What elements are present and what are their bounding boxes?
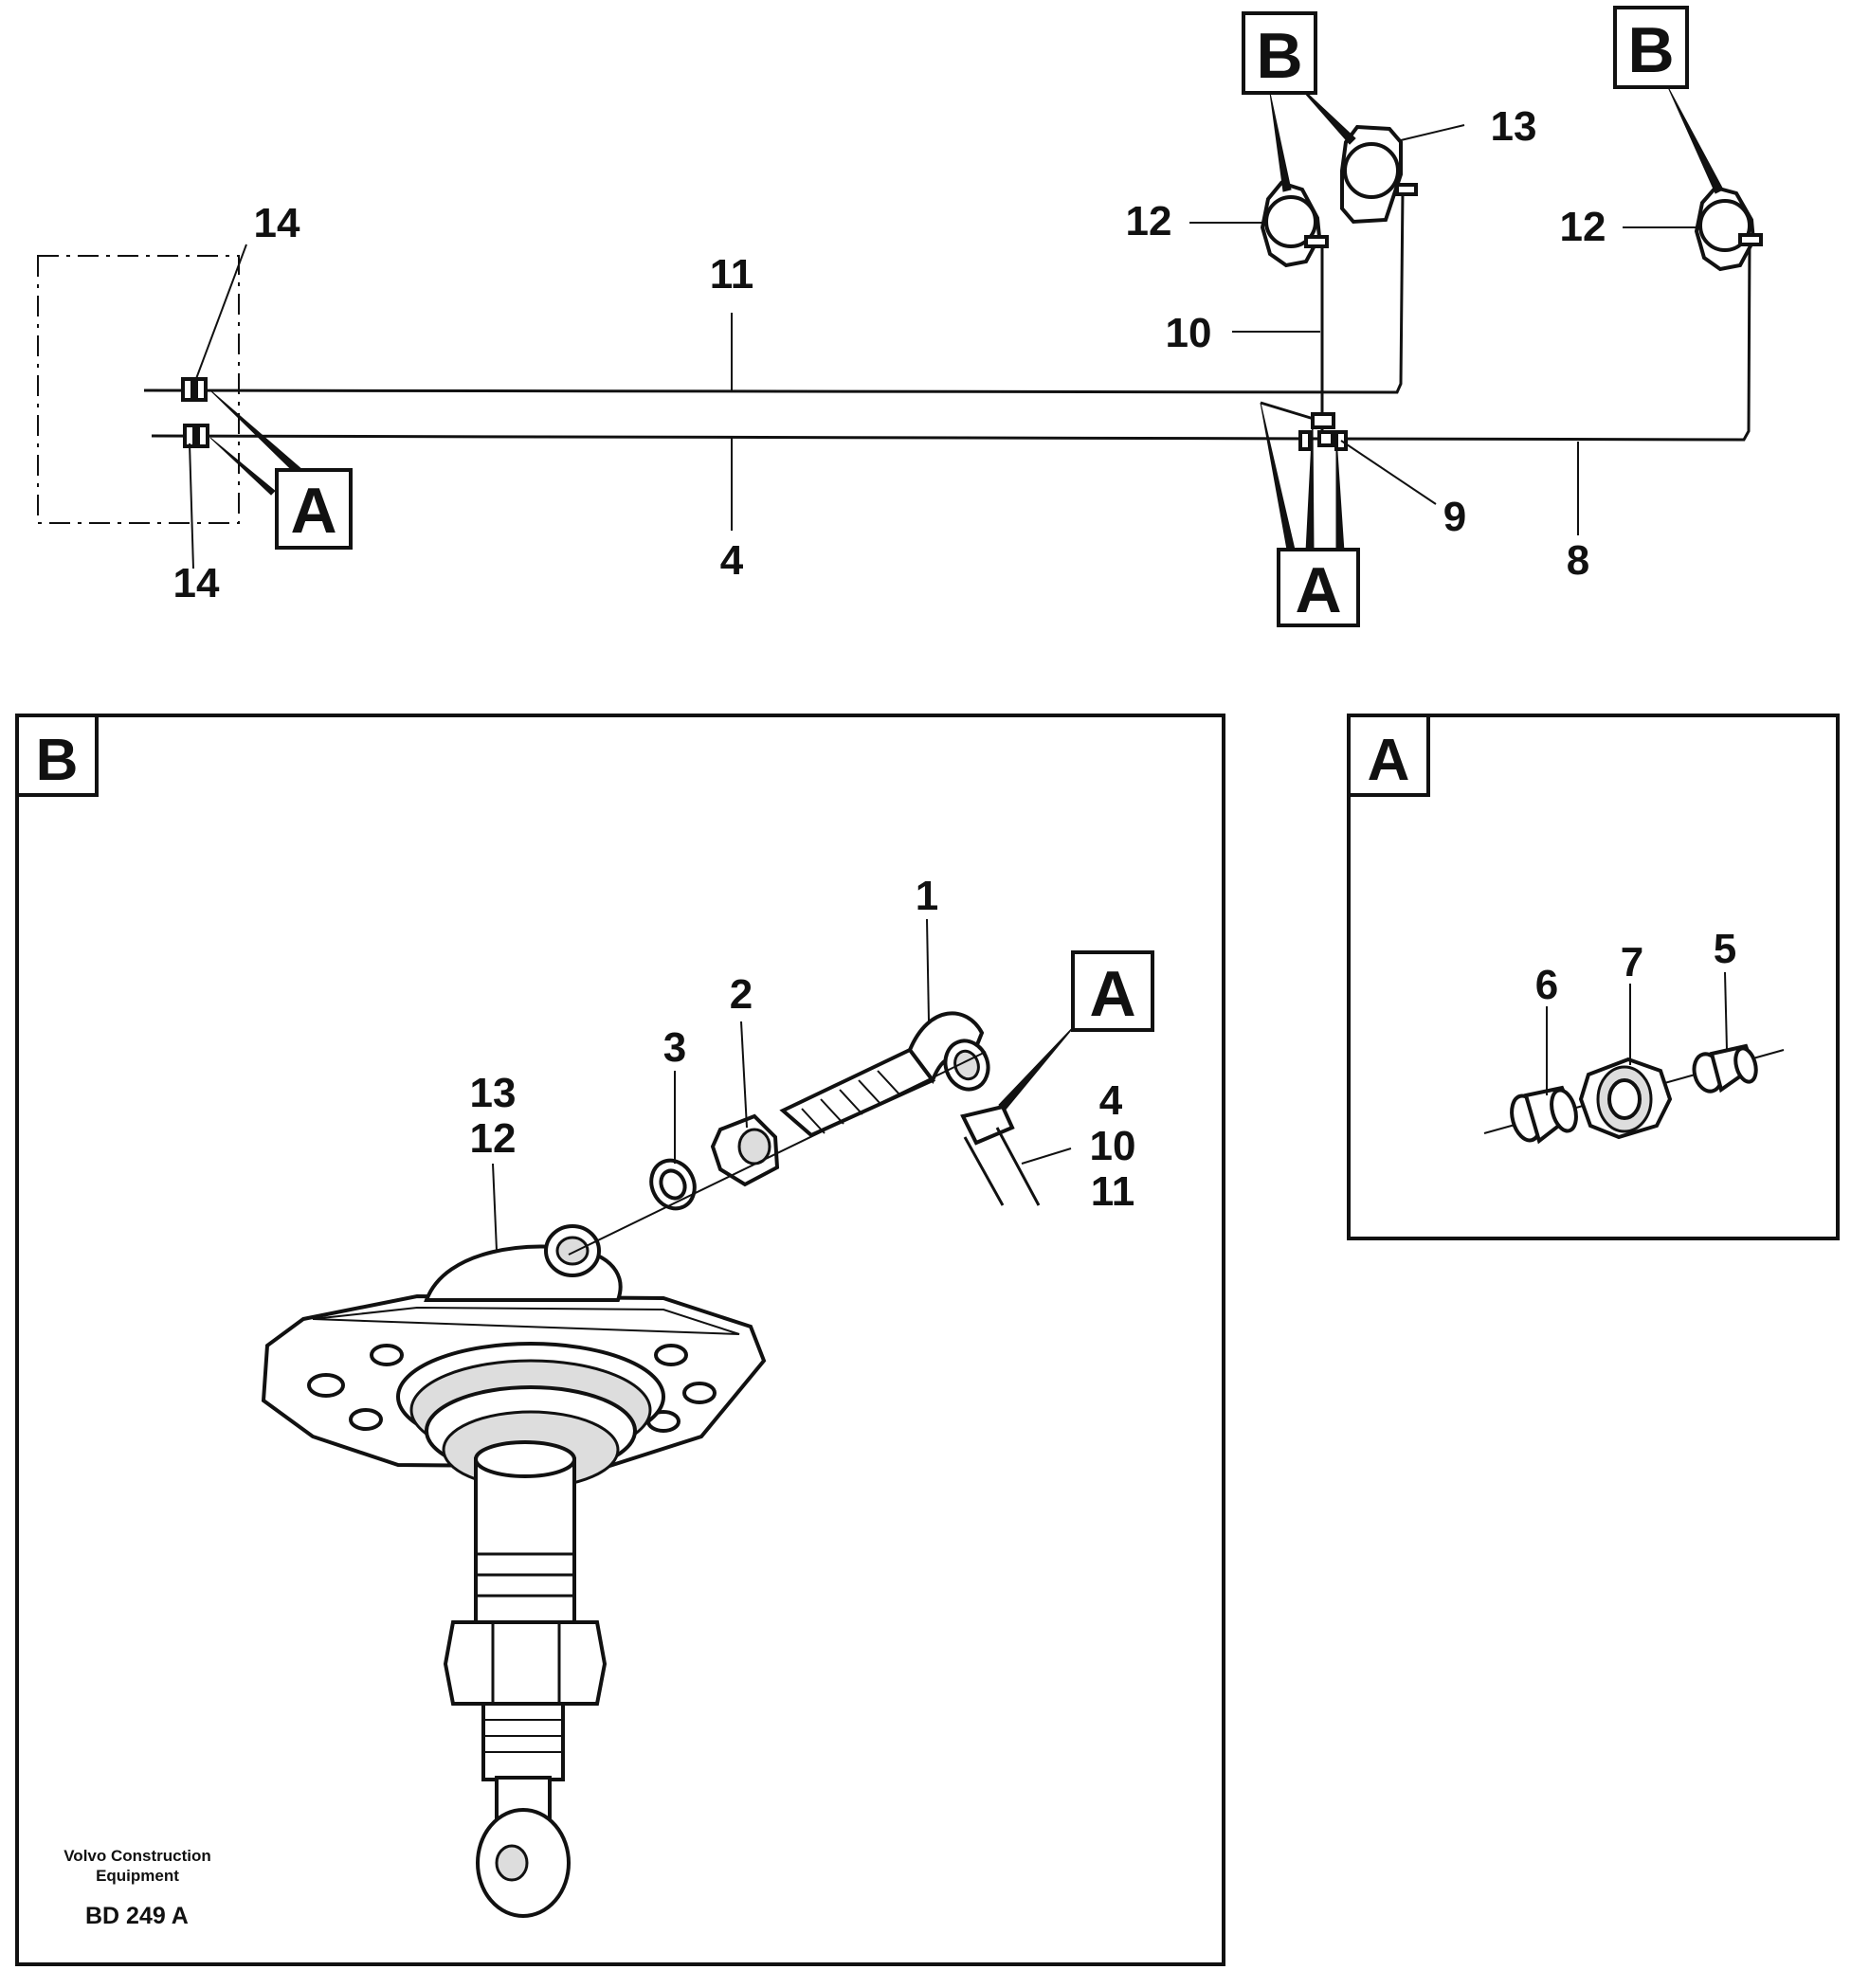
- washer-3: [649, 1158, 697, 1211]
- pointer-b-left-2: [1294, 81, 1356, 145]
- ref-box-a-detail: [1071, 950, 1154, 1032]
- leader-13: [1400, 124, 1465, 141]
- leader-12-13: [492, 1163, 498, 1252]
- leader-14-bottom: [189, 443, 194, 569]
- callout-4-detail: 4: [1099, 1077, 1123, 1124]
- callout-7: 7: [1621, 939, 1643, 985]
- detail-b-label: B: [36, 728, 79, 793]
- pointer-a-detail: [998, 1022, 1078, 1111]
- leader-9: [1340, 440, 1437, 505]
- pointer-b-left-1: [1269, 92, 1292, 192]
- pointer-b-right: [1667, 86, 1724, 194]
- callout-14-top: 14: [254, 200, 300, 246]
- sleeve-5: [1692, 1043, 1758, 1093]
- callout-12-right: 12: [1560, 204, 1606, 250]
- pipe-with-nut: [960, 1104, 1041, 1206]
- callout-10: 10: [1166, 310, 1212, 356]
- ref-a-left: A: [290, 475, 336, 547]
- chamber-12-left: [1260, 180, 1329, 268]
- callout-8: 8: [1567, 537, 1589, 584]
- chamber-12-right: [1694, 185, 1763, 272]
- detail-b-label-box: [15, 714, 99, 797]
- callout-1: 1: [916, 873, 938, 919]
- fitting-14-upper: [181, 377, 208, 402]
- detail-a-frame: [1347, 714, 1840, 1240]
- ref-a-detail: A: [1089, 958, 1135, 1030]
- callout-4: 4: [720, 537, 744, 584]
- detail-a-label: A: [1368, 728, 1410, 793]
- pointer-a-mid-1: [1260, 402, 1296, 551]
- leader-14-top: [193, 244, 247, 385]
- leader-5: [1724, 971, 1728, 1051]
- leader-2: [740, 1021, 748, 1129]
- ref-b-right: B: [1627, 14, 1674, 86]
- detail-b-frame: [15, 714, 1225, 1966]
- ref-box-b-right: [1613, 6, 1689, 89]
- pipe-11: [143, 189, 1405, 394]
- callout-6: 6: [1535, 962, 1558, 1008]
- overview-schematic: B B A A 14 14 11 4 12 13 12 10 9 8: [37, 6, 1763, 627]
- callout-11-detail: 11: [1091, 1168, 1135, 1215]
- nut-2: [710, 1113, 780, 1187]
- detail-a-panel: A 6 7 5: [1347, 714, 1840, 1240]
- ref-b-left: B: [1256, 20, 1302, 92]
- detail-a-label-box: [1347, 714, 1430, 797]
- callout-10-detail: 10: [1090, 1123, 1136, 1169]
- leader-1: [926, 918, 930, 1022]
- callout-3: 3: [663, 1024, 686, 1071]
- ferrule-6: [1510, 1085, 1578, 1145]
- chamber-13: [1340, 124, 1418, 225]
- callout-2: 2: [730, 971, 753, 1018]
- callout-12-left: 12: [1126, 198, 1172, 244]
- callout-9: 9: [1443, 494, 1466, 540]
- credit-line-1: Volvo Construction: [64, 1847, 211, 1865]
- nut-7: [1578, 1057, 1673, 1140]
- callout-12-detail: 12: [470, 1115, 517, 1162]
- brake-chamber: [261, 1224, 767, 1918]
- ref-box-b-left: [1242, 11, 1317, 95]
- pointer-a-mid-3: [1335, 437, 1345, 552]
- leader-4-10-11: [1021, 1148, 1072, 1165]
- pipe-4: [151, 236, 1751, 442]
- assembly-axis: [568, 1051, 987, 1256]
- pointer-a-left-2: [209, 437, 276, 496]
- tee-fitting-9: [1298, 412, 1348, 451]
- drawing-code: BD 249 A: [85, 1903, 189, 1929]
- ref-box-a-left: [275, 468, 353, 550]
- ref-box-a-mid: [1277, 548, 1360, 627]
- callout-11: 11: [710, 251, 754, 298]
- callout-14-bottom: 14: [173, 560, 220, 606]
- pointer-a-left-1: [209, 389, 302, 475]
- credit-line-2: Equipment: [96, 1867, 179, 1885]
- detail-b-panel: B: [15, 714, 1225, 1966]
- callout-5: 5: [1714, 926, 1736, 972]
- fitting-14-lower: [183, 424, 209, 448]
- callout-13-detail: 13: [470, 1070, 517, 1116]
- ref-a-mid: A: [1295, 554, 1341, 626]
- callout-13: 13: [1491, 103, 1537, 150]
